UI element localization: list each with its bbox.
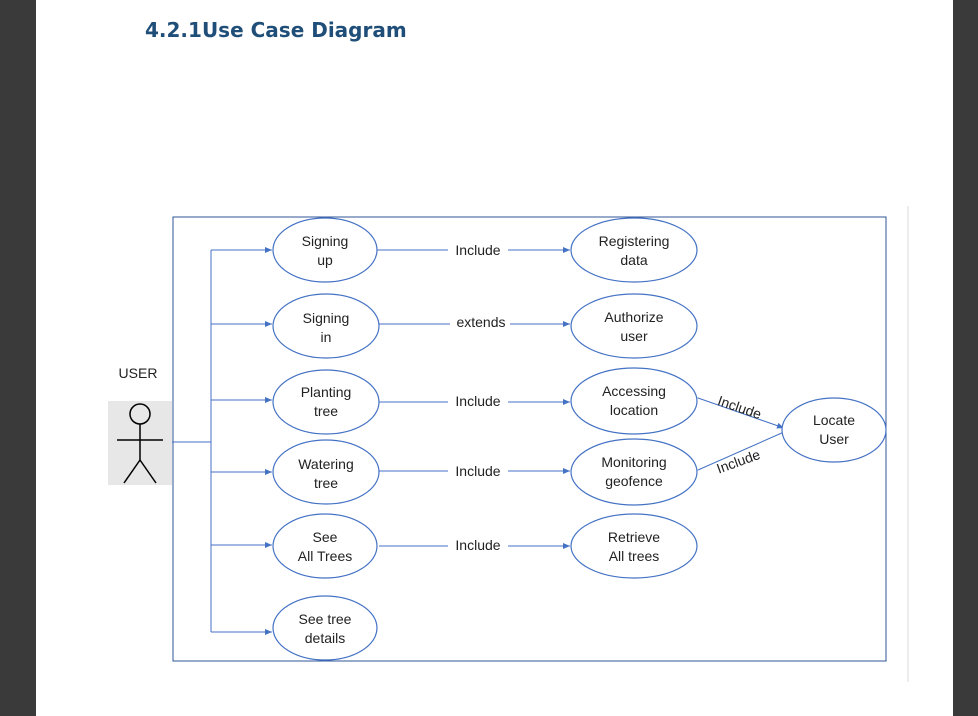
usecase-signing-in xyxy=(272,293,380,359)
label-signup-registering: Include xyxy=(455,242,500,258)
usecase-registering-data-line1: Registering xyxy=(599,233,670,249)
usecase-planting-tree-line2: tree xyxy=(314,403,338,419)
usecase-monitoring-geofence xyxy=(570,438,698,506)
usecase-accessing-location-line1: Accessing xyxy=(602,383,666,399)
usecase-registering-data xyxy=(570,217,698,283)
label-watering-monitoring: Include xyxy=(455,463,500,479)
section-heading: 4.2.1Use Case Diagram xyxy=(145,18,407,42)
usecase-accessing-location-line2: location xyxy=(610,402,658,418)
edge-locate-accessing xyxy=(690,392,785,429)
usecase-authorize-user-line1: Authorize xyxy=(604,309,663,325)
usecase-retrieve-all-trees-line2: All trees xyxy=(609,548,660,564)
usecase-see-all-trees xyxy=(272,513,378,579)
usecase-signing-in-line2: in xyxy=(321,329,332,345)
label-locate-accessing: Include xyxy=(716,392,764,422)
label-seeall-retrieve: Include xyxy=(455,537,500,553)
usecase-authorize-user xyxy=(570,293,698,359)
system-boundary xyxy=(172,216,887,662)
usecase-watering-tree-line2: tree xyxy=(314,475,338,491)
usecase-planting-tree xyxy=(272,369,380,435)
usecase-see-all-trees-line1: See xyxy=(313,529,338,545)
usecase-accessing-location xyxy=(570,367,698,435)
actor-connectors xyxy=(172,247,272,635)
usecase-locate-user xyxy=(781,397,887,463)
usecase-monitoring-geofence-line1: Monitoring xyxy=(601,454,666,470)
usecase-watering-tree xyxy=(272,439,380,505)
usecase-see-tree-details-line2: details xyxy=(305,630,345,646)
usecase-see-tree-details-line1: See tree xyxy=(299,611,352,627)
usecase-see-all-trees-line2: All Trees xyxy=(298,548,352,564)
actor-label: USER xyxy=(119,365,158,381)
label-locate-monitoring: Include xyxy=(714,446,762,477)
usecase-planting-tree-line1: Planting xyxy=(301,384,352,400)
usecase-retrieve-all-trees-line1: Retrieve xyxy=(608,529,660,545)
document-page: 4.2.1Use Case Diagram xyxy=(36,0,953,716)
usecase-signing-up-line1: Signing xyxy=(302,233,349,249)
usecase-see-tree-details xyxy=(272,595,378,661)
label-signin-authorize: extends xyxy=(456,314,505,330)
usecase-monitoring-geofence-line2: geofence xyxy=(605,473,663,489)
usecase-authorize-user-line2: user xyxy=(620,328,648,344)
actor-stick-figure xyxy=(108,401,172,485)
usecase-locate-user-line1: Locate xyxy=(813,412,855,428)
usecase-registering-data-line2: data xyxy=(620,252,647,268)
usecase-retrieve-all-trees xyxy=(570,513,698,579)
usecase-watering-tree-line1: Watering xyxy=(298,456,354,472)
usecase-locate-user-line2: User xyxy=(819,431,849,447)
edge-locate-monitoring xyxy=(690,431,785,476)
usecase-signing-up xyxy=(272,217,378,283)
label-planting-accessing: Include xyxy=(455,393,500,409)
usecase-signing-up-line2: up xyxy=(317,252,333,268)
usecase-signing-in-line1: Signing xyxy=(303,310,350,326)
